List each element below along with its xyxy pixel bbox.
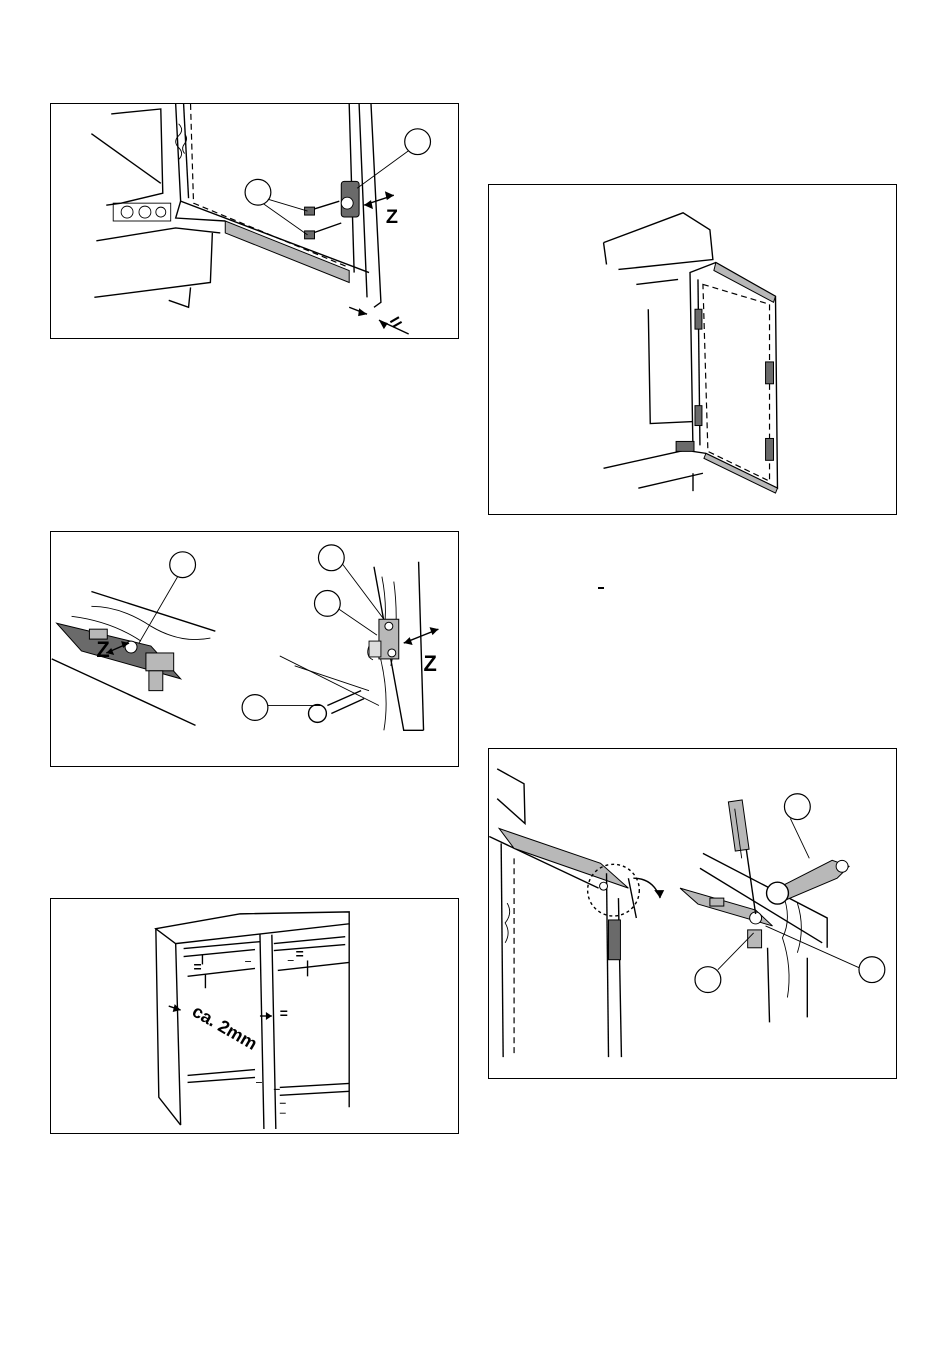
figure-front-gap: = = = ca. 2mm [50,898,459,1134]
figure-door-mounted [488,184,897,515]
spacing-equal-mark-left: = [194,958,202,974]
spacing-equal-mark-center: = [280,1005,288,1021]
callout-circle [859,957,885,983]
spacing-equal-mark-right: = [296,945,304,961]
z-motion-label: Z [386,206,398,228]
door-hinge-adjust-illustration: Z = [51,104,458,338]
gap-dimension-label: ca. 2mm [189,1001,261,1054]
z-motion-label-left: Z [96,637,109,662]
hinge-wrench-illustration: Z Z [51,532,458,766]
callout-circle [242,695,268,721]
callout-circle [784,794,810,820]
door-mounted-illustration [489,185,896,514]
callout-circle [314,591,340,617]
figure-hinge-wrench-adjust: Z Z [50,531,459,767]
figure-door-hinge-adjust: Z = [50,103,459,339]
screwdriver-wrench-illustration [489,749,896,1078]
front-gap-illustration: = = = ca. 2mm [51,899,458,1133]
callout-circle [695,967,721,993]
figure-screwdriver-wrench-adjust [488,748,897,1079]
stray-mark [598,587,604,589]
callout-circle [170,552,196,578]
callout-circle [245,179,271,205]
z-motion-label-right: Z [424,651,437,676]
callout-circle [318,545,344,571]
